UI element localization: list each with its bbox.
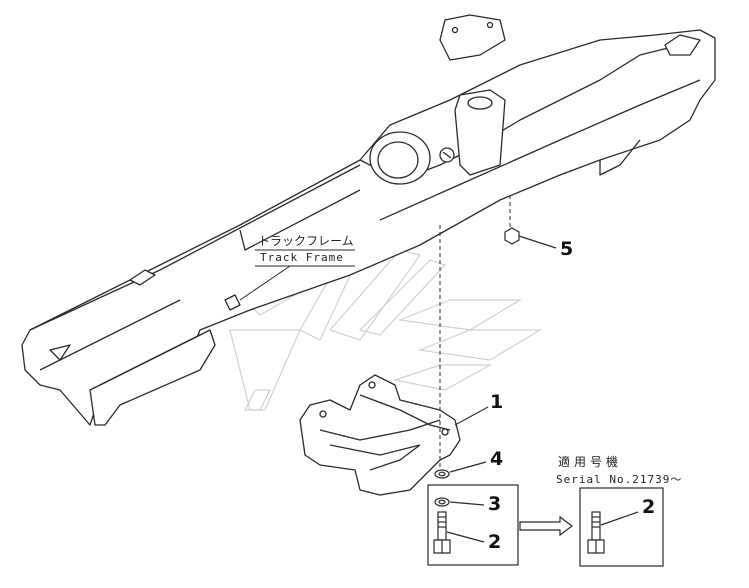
frame-label-japanese: トラックフレーム (258, 234, 354, 248)
nut-part-5 (504, 227, 557, 249)
alignment-lines (439, 195, 511, 470)
frame-label-english: Track Frame (260, 251, 344, 264)
callout-4: 4 (490, 448, 504, 470)
callout-1: 1 (490, 391, 504, 413)
frame-label-leader (239, 249, 355, 301)
track-frame (21, 14, 716, 426)
applicable-note-serial: Serial No.21739～ (556, 473, 683, 486)
callout-2-after: 2 (642, 496, 656, 518)
callout-3: 3 (488, 493, 502, 515)
applicable-note-japanese: 適用号機 (558, 455, 623, 469)
change-arrow (519, 515, 573, 537)
guard-assembly (299, 374, 461, 496)
bolt-part-2-after (587, 511, 639, 554)
washer-part-4 (434, 461, 487, 479)
bolt-part-2-before (433, 511, 485, 554)
callout-5: 5 (560, 238, 574, 260)
leader-part-1 (454, 406, 489, 426)
lock-washer-part-3 (434, 497, 485, 507)
callout-2-before: 2 (488, 531, 502, 553)
